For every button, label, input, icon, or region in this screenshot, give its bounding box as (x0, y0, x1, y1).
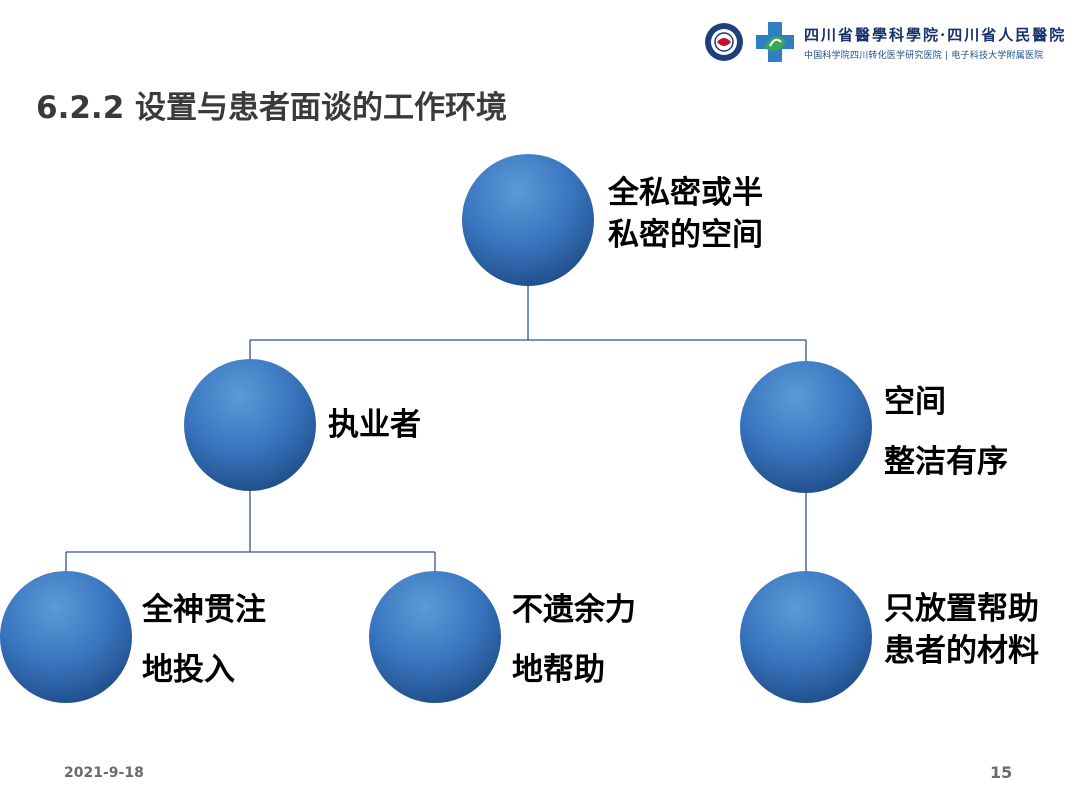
node-effort-label: 不遗余力 地帮助 (512, 580, 636, 700)
node-focus-label: 全神贯注 地投入 (142, 580, 266, 700)
node-focus-label-line1: 全神贯注 (142, 592, 266, 628)
node-space-label-line2: 整洁有序 (884, 444, 1008, 480)
hospital-cross-icon (756, 22, 794, 62)
node-root-label: 全私密或半 私密的空间 (608, 172, 763, 256)
node-effort-label-line1: 不遗余力 (512, 592, 636, 628)
node-space-label: 空间 整洁有序 (884, 372, 1008, 492)
university-seal-icon (705, 23, 743, 61)
node-root-label-line1: 全私密或半 (608, 175, 763, 211)
node-materials-circle (740, 571, 872, 703)
node-practitioner-label: 执业者 (328, 404, 421, 446)
node-effort-label-line2: 地帮助 (512, 652, 605, 688)
connectors (65, 285, 807, 572)
footer-date: 2021-9-18 (64, 765, 144, 781)
page-number: 15 (990, 763, 1013, 782)
node-materials-label-line2: 患者的材料 (884, 633, 1039, 669)
node-materials-label: 只放置帮助 患者的材料 (884, 588, 1039, 672)
hospital-name: 四川省醫學科學院·四川省人民醫院 (804, 26, 1067, 44)
node-focus-label-line2: 地投入 (142, 652, 235, 688)
node-root-label-line2: 私密的空间 (608, 217, 763, 253)
node-practitioner-circle (184, 359, 316, 491)
node-space-label-line1: 空间 (884, 384, 946, 420)
header-logos: 四川省醫學科學院·四川省人民醫院 中国科学院四川转化医学研究医院 | 电子科技大… (704, 16, 1074, 70)
hospital-subtitle: 中国科学院四川转化医学研究医院 | 电子科技大学附属医院 (804, 51, 1044, 61)
page-title: 6.2.2 设置与患者面谈的工作环境 (36, 90, 508, 126)
node-materials-label-line1: 只放置帮助 (884, 591, 1039, 627)
node-focus-circle (0, 571, 132, 703)
node-space-circle (740, 361, 872, 493)
node-effort-circle (369, 571, 501, 703)
node-root-circle (462, 154, 594, 286)
node-practitioner-label-line1: 执业者 (328, 407, 421, 443)
